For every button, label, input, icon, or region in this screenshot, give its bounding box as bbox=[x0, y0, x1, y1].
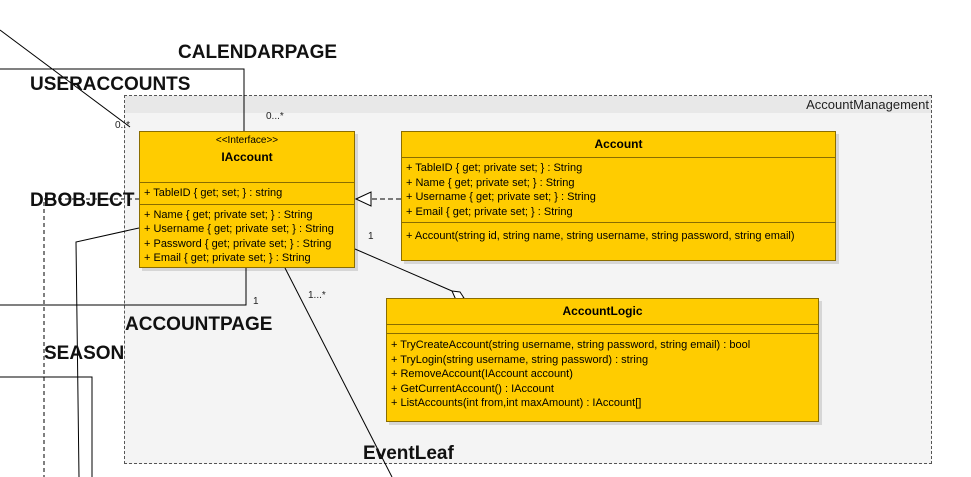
class-accountlogic-header: AccountLogic bbox=[387, 299, 818, 325]
connector-aggregation bbox=[354, 248, 453, 292]
label-dbobject: DBOBJECT bbox=[30, 190, 135, 211]
class-accountlogic-attributes bbox=[387, 325, 818, 334]
label-accountpage: ACCOUNTPAGE bbox=[125, 314, 273, 335]
label-season: SEASON bbox=[44, 343, 125, 364]
class-account[interactable]: Account + TableID { get; private set; } … bbox=[401, 131, 836, 261]
connector-dbobject bbox=[43, 198, 139, 477]
class-iaccount-fields: + TableID { get; set; } : string bbox=[140, 183, 354, 205]
class-iaccount-stereotype: <<Interface>> bbox=[215, 135, 279, 146]
iaccount-member: + Password { get; private set; } : Strin… bbox=[144, 237, 332, 250]
account-attribute: + TableID { get; private set; } : String bbox=[406, 162, 583, 174]
class-account-attributes: + TableID { get; private set; } : String… bbox=[402, 158, 835, 223]
package-header bbox=[125, 96, 931, 113]
accountlogic-operation: + ListAccounts(int from,int maxAmount) :… bbox=[391, 397, 642, 409]
multiplicity-bottom-left: 1 bbox=[253, 296, 259, 307]
multiplicity-top-left: 0..* bbox=[115, 120, 131, 131]
connector-calendarpage bbox=[0, 68, 245, 131]
class-iaccount-name: IAccount bbox=[221, 150, 273, 164]
multiplicity-right: 1 bbox=[368, 231, 374, 242]
multiplicity-bottom-right: 1...* bbox=[308, 290, 326, 301]
class-iaccount-header: <<Interface>> IAccount bbox=[140, 132, 354, 183]
connector-eventleaf bbox=[284, 267, 393, 477]
iaccount-field: + TableID { get; set; } : string bbox=[144, 187, 283, 199]
accountlogic-operation: + GetCurrentAccount() : IAccount bbox=[391, 382, 554, 395]
class-accountlogic-operations: + TryCreateAccount(string username, stri… bbox=[387, 334, 818, 414]
realization-arrowhead bbox=[354, 191, 372, 207]
accountlogic-operation: + RemoveAccount(IAccount account) bbox=[391, 368, 573, 380]
connector-season bbox=[0, 376, 93, 477]
multiplicity-top-right: 0...* bbox=[266, 111, 284, 122]
label-eventleaf: EventLeaf bbox=[363, 443, 454, 464]
class-iaccount-members: + Name { get; private set; } : String + … bbox=[140, 205, 354, 269]
account-attribute: + Email { get; private set; } : String bbox=[406, 205, 573, 218]
iaccount-member: + Username { get; private set; } : Strin… bbox=[144, 223, 334, 235]
account-attribute: + Name { get; private set; } : String bbox=[406, 176, 575, 189]
connector-accountpage bbox=[0, 268, 247, 306]
account-operation: + Account(string id, string name, string… bbox=[406, 230, 795, 242]
class-account-name: Account bbox=[594, 137, 643, 151]
connector-useraccounts bbox=[0, 29, 131, 128]
account-attribute: + Username { get; private set; } : Strin… bbox=[406, 191, 596, 203]
iaccount-member: + Name { get; private set; } : String bbox=[144, 208, 313, 221]
iaccount-member: + Email { get; private set; } : String bbox=[144, 252, 311, 264]
connector-season-2 bbox=[75, 227, 140, 477]
accountlogic-operation: + TryLogin(string username, string passw… bbox=[391, 353, 649, 366]
label-calendarpage: CALENDARPAGE bbox=[178, 42, 338, 63]
label-useraccounts: USERACCOUNTS bbox=[30, 74, 191, 95]
class-iaccount[interactable]: <<Interface>> IAccount + TableID { get; … bbox=[139, 131, 355, 268]
class-account-header: Account bbox=[402, 132, 835, 158]
accountlogic-operation: + TryCreateAccount(string username, stri… bbox=[391, 339, 751, 351]
package-name: AccountManagement bbox=[806, 97, 929, 112]
class-accountlogic-name: AccountLogic bbox=[562, 304, 643, 318]
class-account-operations: + Account(string id, string name, string… bbox=[402, 223, 835, 247]
class-accountlogic[interactable]: AccountLogic + TryCreateAccount(string u… bbox=[386, 298, 819, 422]
